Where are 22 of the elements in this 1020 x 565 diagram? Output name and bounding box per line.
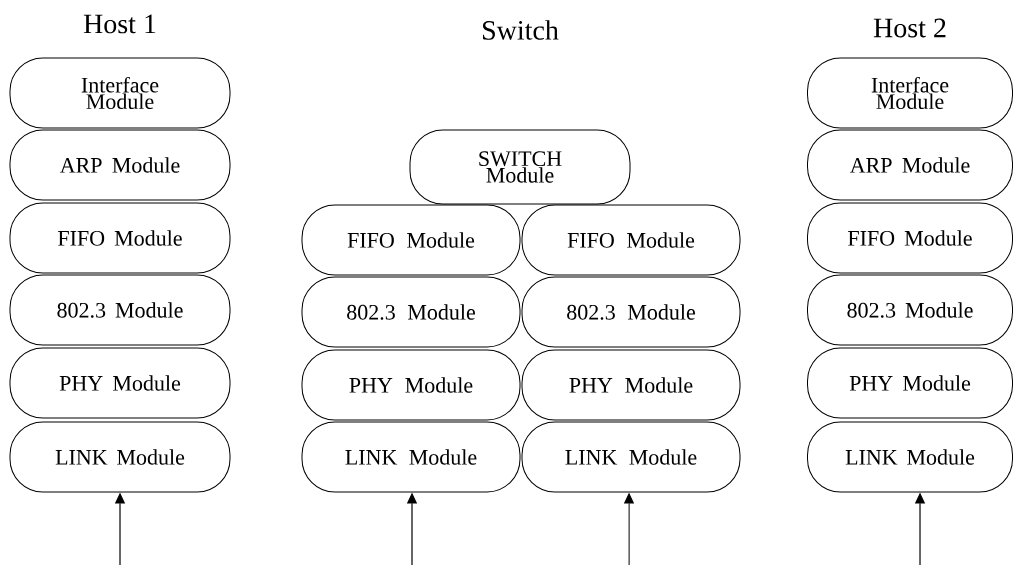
- module-box: Interface Module: [9, 57, 231, 129]
- module-box: PHY Module: [521, 349, 741, 421]
- module-box: FIFO Module: [9, 202, 231, 274]
- module-box: LINK Module: [9, 421, 231, 493]
- module-box: SWITCH Module: [409, 129, 631, 205]
- module-box: LINK Module: [521, 421, 741, 493]
- module-box: Interface Module: [807, 57, 1013, 129]
- module-box: 802.3 Module: [301, 276, 521, 348]
- module-box: FIFO Module: [521, 204, 741, 276]
- module-box: LINK Module: [807, 421, 1013, 493]
- column-heading: Switch: [483, 20, 559, 40]
- module-box: PHY Module: [301, 349, 521, 421]
- module-box: ARP Module: [807, 129, 1013, 201]
- module-box: 802.3 Module: [521, 276, 741, 348]
- module-box: PHY Module: [9, 347, 231, 419]
- module-box: LINK Module: [301, 421, 521, 493]
- module-box: 802.3 Module: [9, 274, 231, 346]
- module-box: PHY Module: [807, 347, 1013, 419]
- module-box: FIFO Module: [807, 202, 1013, 274]
- module-box: 802.3 Module: [807, 274, 1013, 346]
- module-box: ARP Module: [9, 129, 231, 201]
- module-box: FIFO Module: [301, 204, 521, 276]
